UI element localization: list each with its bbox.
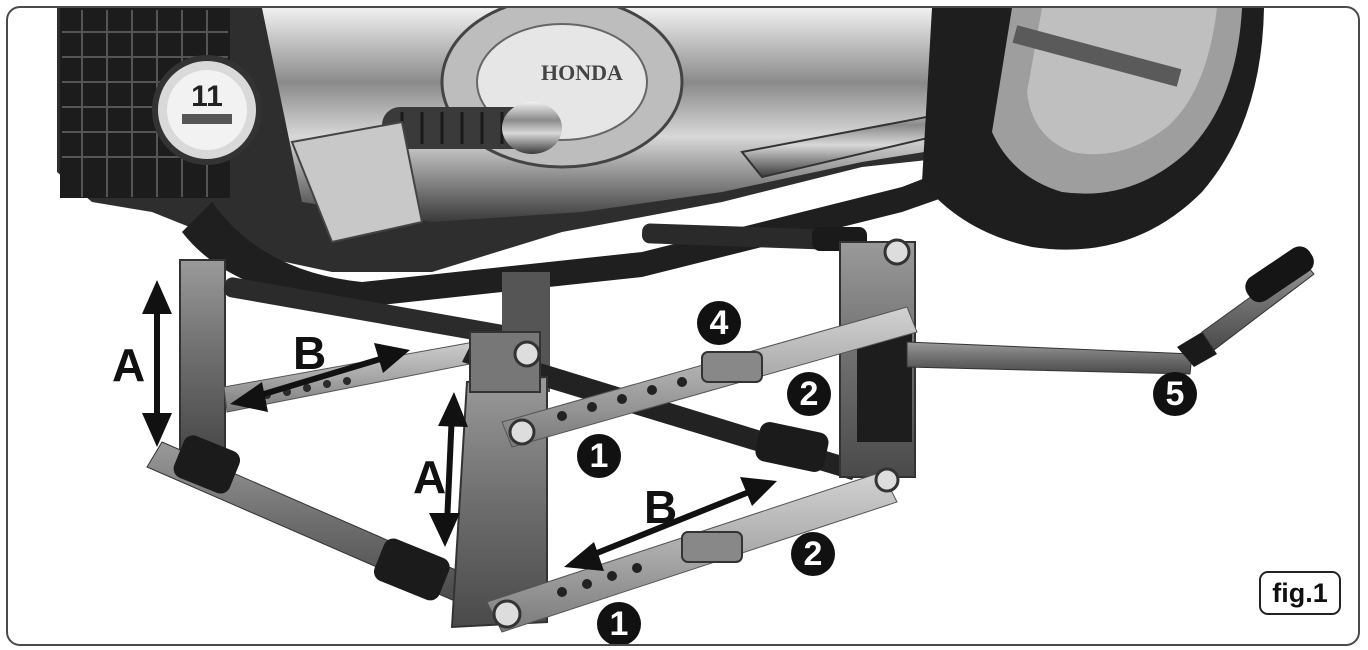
arrow-a-front [429, 392, 468, 547]
callout-number-1-lower: 1 [597, 602, 641, 644]
brand-emblem: HONDA [541, 60, 623, 85]
arrow-b-front [564, 477, 777, 571]
callout-number-2-upper: 2 [787, 372, 831, 416]
motorcycle-lift-photo: HONDA 11 [57, 8, 1315, 633]
figure-label: fig.1 [1259, 571, 1341, 615]
arrow-b-rear [230, 343, 410, 412]
arrow-a-left [142, 280, 172, 447]
adjustment-arrows [142, 280, 777, 571]
callout-b-front: B [644, 481, 678, 533]
callout-number-5: 5 [1153, 372, 1197, 416]
lift-handle [906, 246, 1315, 375]
callout-number-1-upper: 1 [577, 434, 621, 478]
lift-frame [146, 223, 918, 633]
callout-number-4: 4 [697, 301, 741, 345]
tank-gauge: 11 [152, 55, 262, 165]
callout-a-front: A [413, 451, 447, 503]
callout-a-left: A [112, 339, 146, 391]
gauge-number: 11 [191, 80, 223, 113]
rear-wheel [922, 8, 1264, 250]
callout-b-rear: B [293, 327, 327, 379]
motorcycle-body: HONDA [57, 8, 1050, 307]
figure-frame: HONDA 11 [6, 6, 1360, 646]
callout-number-2-lower: 2 [791, 532, 835, 576]
